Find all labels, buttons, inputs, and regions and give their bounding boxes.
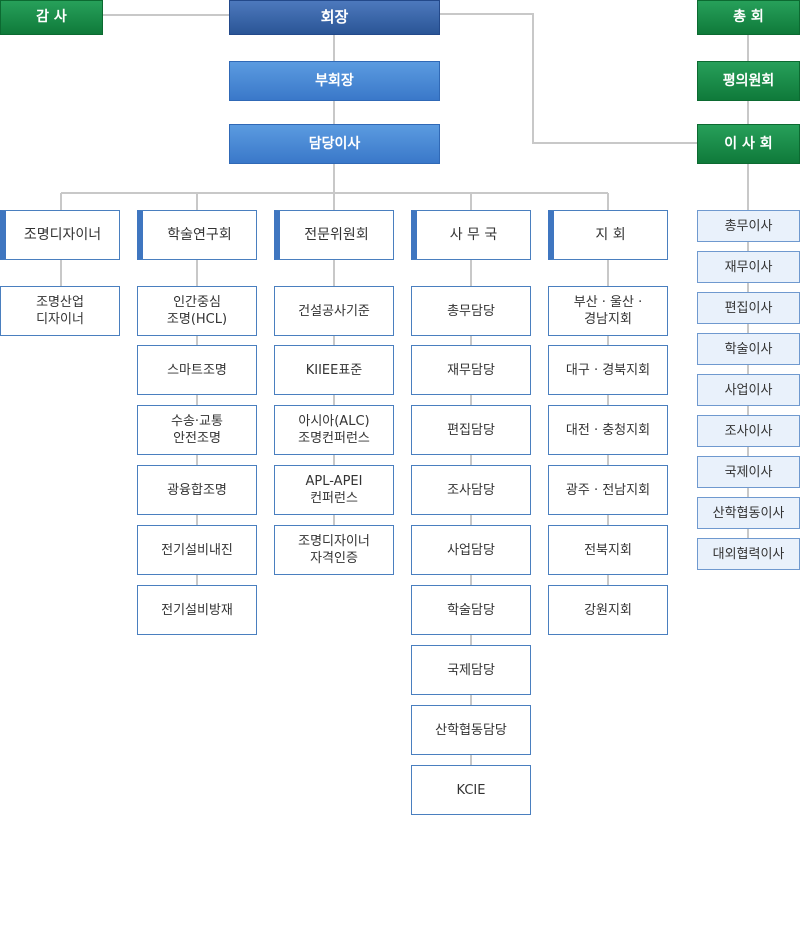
column-header: 사 무 국 <box>411 210 531 260</box>
board-member: 국제이사 <box>697 456 800 488</box>
column-header: 전문위원회 <box>274 210 394 260</box>
vice-president-box: 부회장 <box>229 61 440 101</box>
board-member: 조사이사 <box>697 415 800 447</box>
org-unit: 광융합조명 <box>137 465 257 515</box>
column-header: 학술연구회 <box>137 210 257 260</box>
org-unit: 재무담당 <box>411 345 531 395</box>
board-member: 학술이사 <box>697 333 800 365</box>
president-box: 회장 <box>229 0 440 35</box>
org-unit: 부산 · 울산 · 경남지회 <box>548 286 668 336</box>
org-unit: 조명산업 디자이너 <box>0 286 120 336</box>
org-unit: 총무담당 <box>411 286 531 336</box>
org-unit: APL-APEI 컨퍼런스 <box>274 465 394 515</box>
org-unit: KCIE <box>411 765 531 815</box>
org-unit: 전기설비방재 <box>137 585 257 635</box>
org-unit: 강원지회 <box>548 585 668 635</box>
org-unit: 아시아(ALC) 조명컨퍼런스 <box>274 405 394 455</box>
column-header: 지 회 <box>548 210 668 260</box>
org-unit: 전기설비내진 <box>137 525 257 575</box>
org-unit: KIIEE표준 <box>274 345 394 395</box>
general-assembly-box: 총 회 <box>697 0 800 35</box>
column-header: 조명디자이너 <box>0 210 120 260</box>
board-member: 편집이사 <box>697 292 800 324</box>
board-member: 총무이사 <box>697 210 800 242</box>
org-unit: 산학협동담당 <box>411 705 531 755</box>
org-unit: 편집담당 <box>411 405 531 455</box>
org-unit: 스마트조명 <box>137 345 257 395</box>
council-box: 평의원회 <box>697 61 800 101</box>
org-unit: 조명디자이너 자격인증 <box>274 525 394 575</box>
auditor-box: 감 사 <box>0 0 103 35</box>
org-unit: 대전 · 충청지회 <box>548 405 668 455</box>
org-unit: 국제담당 <box>411 645 531 695</box>
board-member: 산학협동이사 <box>697 497 800 529</box>
org-unit: 건설공사기준 <box>274 286 394 336</box>
org-unit: 인간중심 조명(HCL) <box>137 286 257 336</box>
org-unit: 학술담당 <box>411 585 531 635</box>
board-member: 재무이사 <box>697 251 800 283</box>
board-member: 사업이사 <box>697 374 800 406</box>
director-in-charge-box: 담당이사 <box>229 124 440 164</box>
org-unit: 광주 · 전남지회 <box>548 465 668 515</box>
board-member: 대외협력이사 <box>697 538 800 570</box>
board-box: 이 사 회 <box>697 124 800 164</box>
org-unit: 조사담당 <box>411 465 531 515</box>
org-unit: 사업담당 <box>411 525 531 575</box>
org-unit: 전북지회 <box>548 525 668 575</box>
org-unit: 수송·교통 안전조명 <box>137 405 257 455</box>
org-unit: 대구 · 경북지회 <box>548 345 668 395</box>
